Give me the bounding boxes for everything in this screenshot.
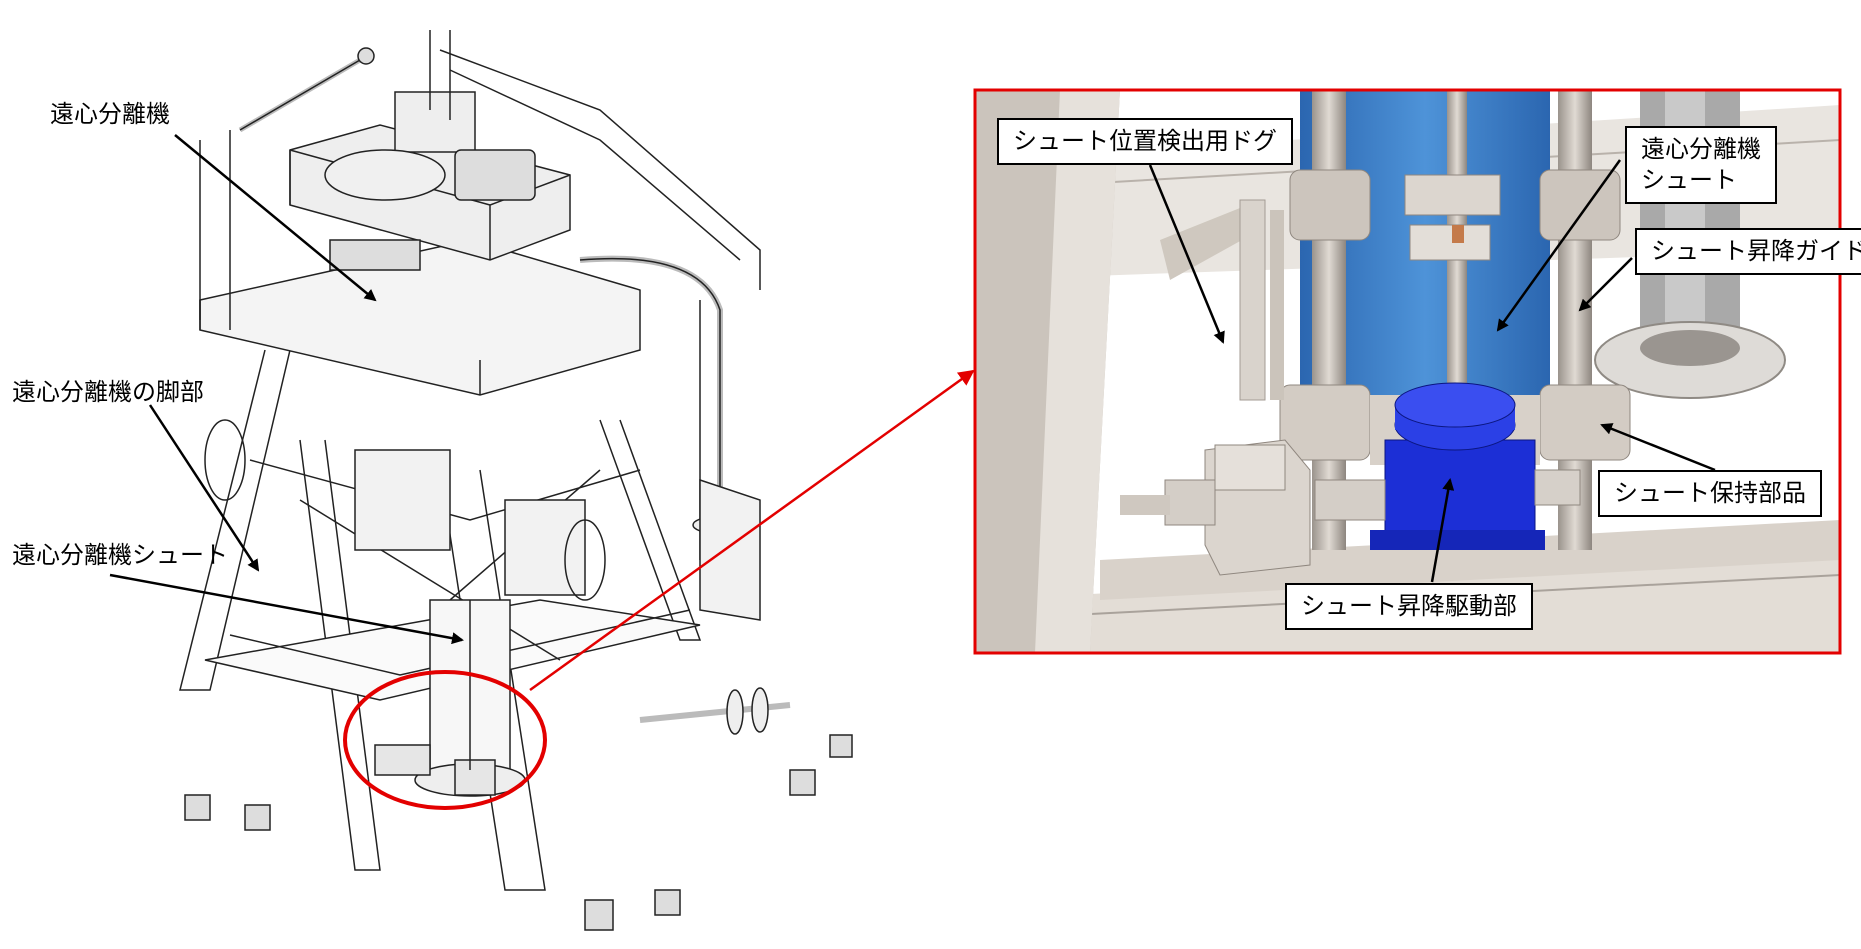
label-chute-holding-part: シュート保持部品 bbox=[1598, 470, 1822, 518]
arrow-chute-holding bbox=[1600, 423, 1716, 472]
detail-frame bbox=[973, 88, 1842, 655]
arrow-centrifuge bbox=[174, 134, 377, 302]
label-centrifuge-chute-line1: 遠心分離機 bbox=[1641, 135, 1761, 163]
label-centrifuge-chute-line2: シュート bbox=[1641, 166, 1737, 195]
arrow-centrifuge-chute-detail bbox=[1496, 159, 1622, 332]
arrow-centrifuge-legs bbox=[148, 404, 260, 572]
arrow-chute-drive bbox=[1430, 478, 1455, 583]
label-centrifuge: 遠心分離機 bbox=[50, 100, 170, 128]
highlight-ellipse bbox=[343, 670, 547, 810]
machine-drawing bbox=[179, 30, 853, 931]
arrow-chute-lift-guide bbox=[1578, 257, 1633, 312]
label-centrifuge-chute-detail: 遠心分離機 シュート bbox=[1625, 126, 1777, 205]
arrow-centrifuge-chute bbox=[109, 573, 464, 645]
arrow-chute-dog bbox=[1148, 164, 1225, 344]
label-chute-position-dog: シュート位置検出用ドグ bbox=[997, 118, 1293, 166]
label-chute-lift-drive: シュート昇降駆動部 bbox=[1285, 583, 1533, 631]
highlight-connector bbox=[529, 369, 975, 692]
detail-view bbox=[973, 88, 1842, 655]
label-chute-lift-guide: シュート昇降ガイド bbox=[1635, 228, 1861, 276]
label-centrifuge-chute: 遠心分離機シュート bbox=[12, 541, 228, 569]
label-centrifuge-legs: 遠心分離機の脚部 bbox=[12, 378, 204, 406]
